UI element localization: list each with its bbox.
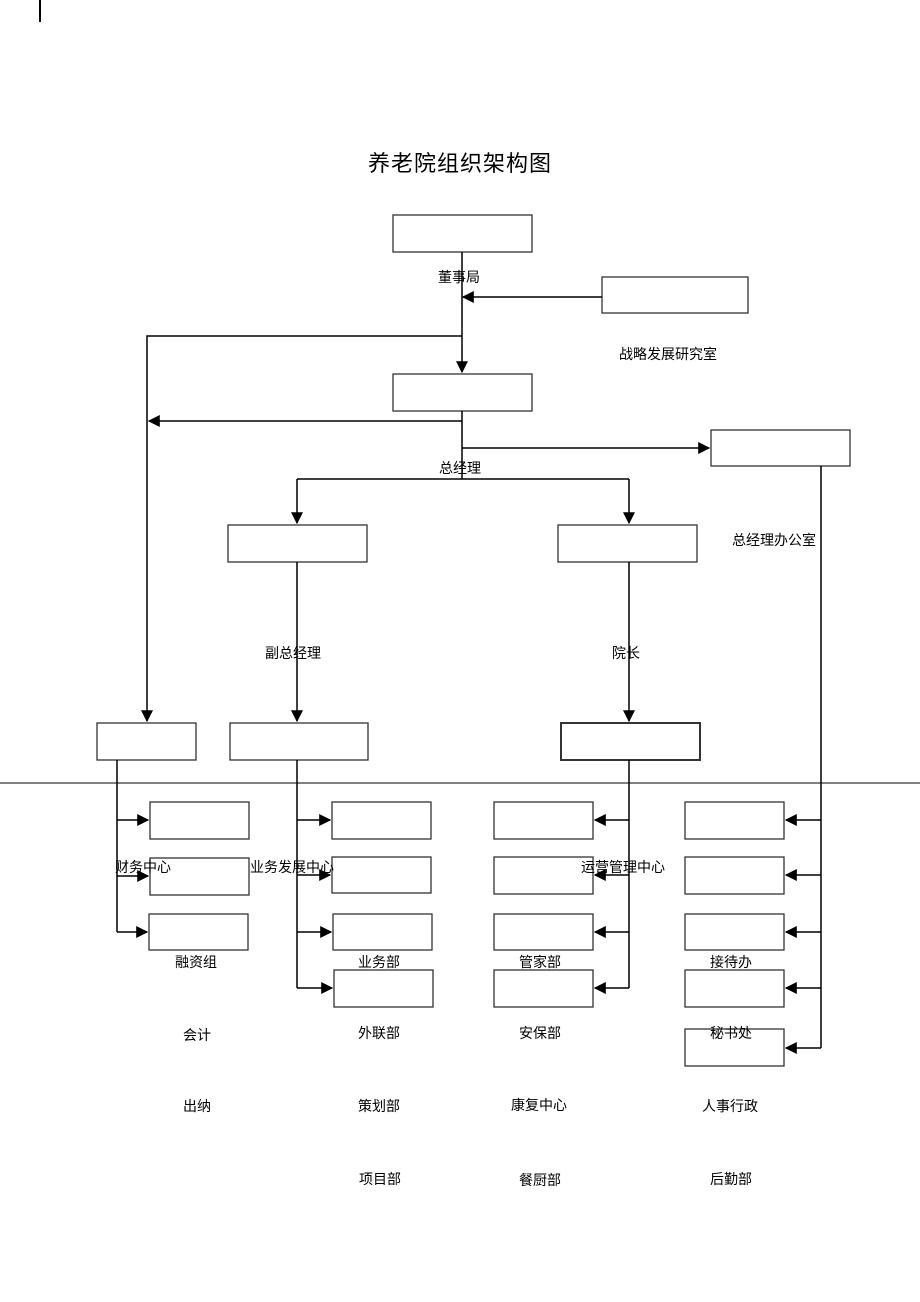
business-dept-box-3: [332, 913, 433, 951]
deputy-gm-box: [227, 524, 368, 563]
operations-dept-label: 康复中心: [511, 1098, 567, 1114]
business-dept-label: 业务部: [358, 955, 400, 971]
strategy-label: 战略发展研究室: [619, 347, 717, 363]
admin-dept-box-2: [684, 856, 785, 895]
operations-center-label: 运营管理中心: [581, 860, 665, 876]
admin-dept-box-1: [684, 801, 785, 840]
admin-dept-box-3: [684, 913, 785, 951]
finance-center-label: 财务中心: [115, 860, 171, 876]
operations-dept-box-2: [493, 856, 594, 895]
connector-board-finance: [141, 335, 462, 723]
admin-dept-label: 接待办: [710, 955, 752, 971]
operations-dept-label: 安保部: [519, 1026, 561, 1042]
gm-office-label: 总经理办公室: [732, 533, 816, 549]
finance-dept-box-3: [148, 913, 249, 951]
operations-dept-box-4: [493, 969, 594, 1008]
board-label: 董事局: [438, 270, 480, 286]
strategy-box: [601, 276, 749, 314]
chart-title: 养老院组织架构图: [367, 152, 552, 177]
business-dept-box-2: [331, 856, 432, 894]
admin-dept-box-4: [684, 969, 785, 1008]
operations-dept-label: 餐厨部: [519, 1173, 561, 1189]
admin-dept-label: 秘书处: [710, 1026, 752, 1042]
finance-dept-label: 融资组: [175, 955, 217, 971]
operations-dept-label: 管家部: [519, 955, 561, 971]
page-edge-mark: [39, 0, 41, 22]
finance-center-box: [96, 722, 197, 761]
operations-dept-box-1: [493, 801, 594, 840]
business-center-box: [229, 722, 369, 761]
gm-label: 总经理: [439, 461, 481, 477]
admin-dept-box-5: [684, 1028, 785, 1067]
business-dept-box-1: [331, 801, 432, 840]
dean-label: 院长: [612, 646, 640, 662]
admin-dept-label: 后勤部: [710, 1172, 752, 1188]
dean-box: [557, 524, 698, 563]
board-box: [392, 214, 533, 253]
finance-dept-label: 出纳: [183, 1099, 211, 1115]
gm-box: [392, 373, 533, 412]
admin-dept-label: 人事行政: [702, 1099, 758, 1115]
gm-office-box: [710, 429, 851, 467]
operations-center-box: [560, 722, 701, 761]
business-center-label: 业务发展中心: [250, 860, 334, 876]
finance-dept-label: 会计: [183, 1028, 211, 1044]
business-dept-box-4: [333, 969, 434, 1008]
finance-dept-box-2: [149, 857, 250, 896]
business-dept-label: 外联部: [358, 1026, 400, 1042]
business-dept-label: 项目部: [359, 1172, 401, 1188]
business-dept-label: 策划部: [358, 1099, 400, 1115]
deputy-gm-label: 副总经理: [265, 646, 321, 662]
operations-dept-box-3: [493, 913, 594, 951]
finance-dept-box-1: [149, 801, 250, 840]
